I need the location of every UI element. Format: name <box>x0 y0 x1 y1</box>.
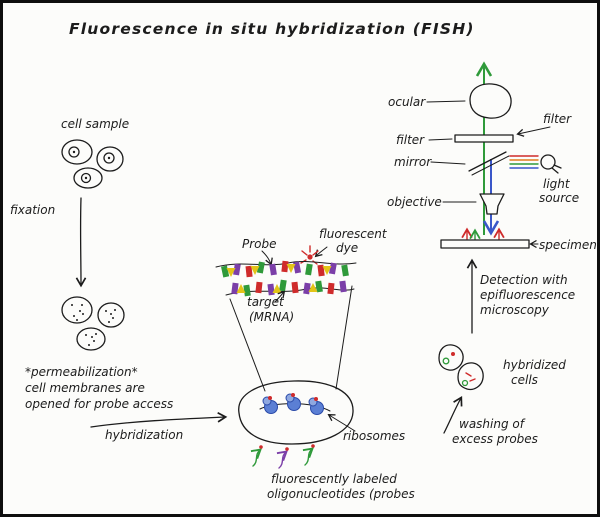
permeabilized-cells-drawing <box>61 296 125 351</box>
filter-label-right: filter <box>543 112 572 126</box>
signal-mark-red <box>469 378 476 382</box>
stipple-dots <box>71 304 116 346</box>
specimen-arrows <box>461 227 505 240</box>
probe-strand <box>215 260 357 278</box>
ribosome <box>285 393 301 411</box>
washing-arrow <box>443 395 463 434</box>
cell-sample-label: cell sample <box>61 117 129 131</box>
permeabilization-line3: opened for probe access <box>25 397 173 411</box>
probe-pointer-arrow <box>261 250 273 266</box>
probe-squiggle-purple <box>276 450 288 469</box>
mirror-pointer-line <box>430 161 466 165</box>
objective-drawing <box>479 193 505 215</box>
detection-line1: Detection with <box>480 273 568 287</box>
target-label-line2: (MRNA) <box>249 310 294 324</box>
light-beam <box>509 155 539 169</box>
light-source-label-line2: source <box>539 191 579 205</box>
cell-sample-group: cell sample <box>61 117 129 189</box>
hybridized-cell-2 <box>457 362 484 391</box>
hybridization-arrow <box>90 412 228 428</box>
filter-bar-drawing <box>454 134 514 143</box>
free-probe-squiggles <box>250 444 315 469</box>
probe-dye-dot <box>311 444 315 448</box>
cell-nuclei-dots <box>72 150 111 180</box>
signal-dot-green <box>442 357 450 365</box>
target-strand <box>225 279 355 297</box>
ribosome <box>308 397 324 415</box>
hybridization-cell-group: ribosomes <box>238 380 405 445</box>
cell-outline <box>238 380 354 445</box>
detection-line3: microscopy <box>480 303 550 317</box>
probe-dye-dot <box>285 447 289 451</box>
objective-label: objective <box>387 195 442 209</box>
ribosomes-pointer-arrow <box>327 414 356 432</box>
funnel-line-right <box>335 285 353 390</box>
ocular-drawing <box>469 83 512 119</box>
fish-diagram-canvas: Fluorescence in situ hybridization (FISH… <box>10 20 597 501</box>
detection-caption: Detection with epifluorescence microscop… <box>480 273 575 317</box>
hybridization-label: hybridization <box>105 428 183 442</box>
detection-line2: epifluorescence <box>480 288 575 302</box>
permeabilization-line2: cell membranes are <box>25 381 145 395</box>
cell-sample-drawing <box>61 139 124 189</box>
probe-strand-bases <box>221 260 349 278</box>
ribosome <box>262 396 278 414</box>
probe-label: Probe <box>242 237 277 251</box>
target-strand-bases <box>231 279 347 297</box>
hybridized-cells-label-line1: hybridized <box>503 358 566 372</box>
ribosomes-label: ribosomes <box>343 429 405 443</box>
oligo-label-line2: oligonucleotides (probes <box>267 487 415 501</box>
dye-pointer-arrow <box>314 246 328 258</box>
washing-label-line1: washing of <box>459 417 526 431</box>
ocular-pointer-line <box>426 100 466 103</box>
diagram-title: Fluorescence in situ hybridization (FISH… <box>69 20 475 38</box>
specimen-label: specimen <box>539 238 597 252</box>
hybridized-cells-label-line2: cells <box>511 373 538 387</box>
hybridized-cell-1 <box>438 344 464 371</box>
target-label-line1: target <box>247 295 285 309</box>
washing-step: washing of excess probes <box>443 395 538 446</box>
permeabilized-cells-group: *permeabilization* cell membranes are op… <box>25 296 173 411</box>
filter-label-left: filter <box>396 133 425 147</box>
dye-dot <box>307 254 313 260</box>
signal-dot-green <box>461 379 469 387</box>
fixation-step: fixation <box>10 197 87 288</box>
microscope-group: ocular filter filter mirror light source <box>387 61 597 252</box>
signal-mark-red <box>465 372 472 377</box>
hybridization-step: hybridization <box>90 412 228 442</box>
mirror-label: mirror <box>394 155 432 169</box>
permeabilization-line1: *permeabilization* <box>25 365 138 379</box>
probe-squiggle-green <box>302 447 314 466</box>
target-pointer-arrow <box>274 290 286 303</box>
fluorescent-dye-line2: dye <box>336 241 358 255</box>
oligo-label-line1: fluorescently labeled <box>271 472 397 486</box>
filter-right-arrow <box>516 126 551 137</box>
fixation-label: fixation <box>10 203 55 217</box>
ocular-label: ocular <box>388 95 426 109</box>
washing-label-line2: excess probes <box>452 432 538 446</box>
funnel-line-left <box>229 298 266 392</box>
mirror-drawing-2 <box>471 155 510 176</box>
probe-squiggle-green <box>250 448 262 467</box>
light-source-label-line1: light <box>543 177 571 191</box>
fluorescent-dye-line1: fluorescent <box>319 227 388 241</box>
signal-dot-red <box>451 352 455 356</box>
probe-dye-dot <box>259 445 263 449</box>
filter-pointer-line <box>428 138 453 141</box>
light-bulb-drawing <box>540 154 562 174</box>
specimen-slide-drawing <box>440 239 530 249</box>
mirror-drawing <box>468 151 507 172</box>
probe-target-diagram: Probe fluorescent dye <box>215 227 388 392</box>
hybridized-cells-group: hybridized cells <box>438 344 566 391</box>
